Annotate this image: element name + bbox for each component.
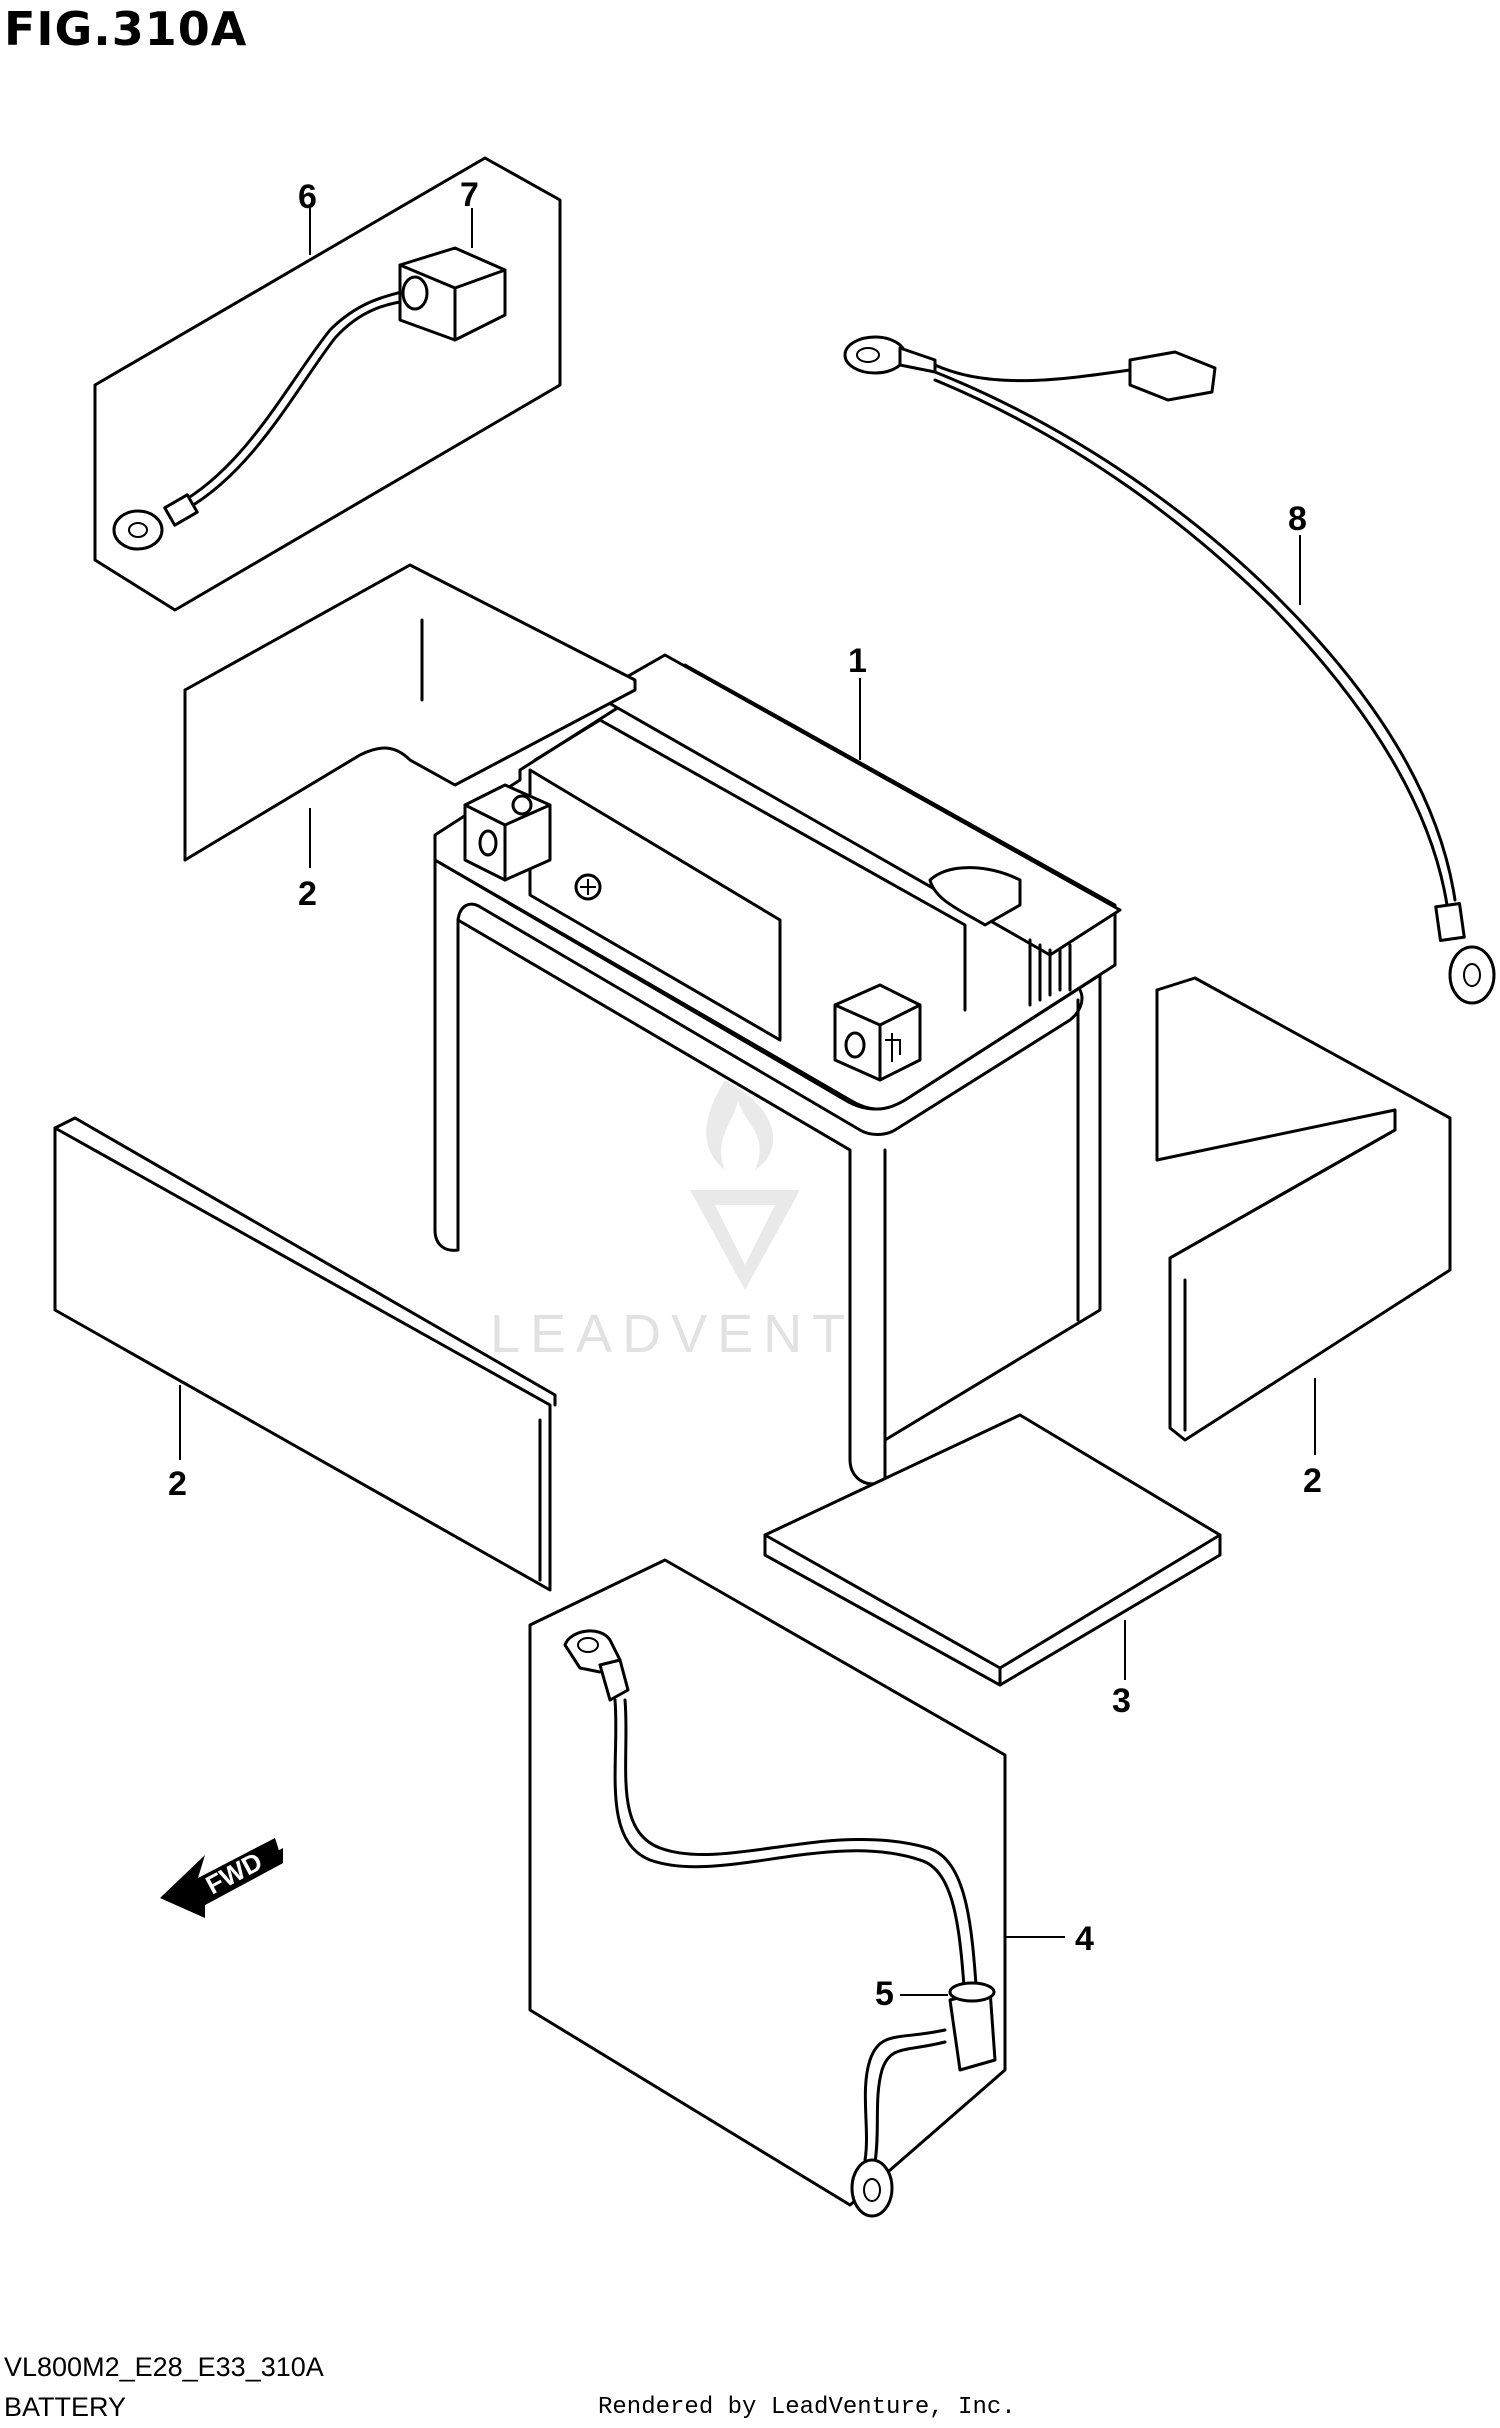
terminal-positive [463, 783, 552, 882]
callout-2-lower-left: 2 [168, 1465, 187, 1503]
callout-4: 4 [1075, 1920, 1094, 1958]
callout-7: 7 [460, 176, 479, 214]
leader-lines [179, 208, 1316, 1996]
part-6-panel [93, 156, 562, 612]
callout-2-right: 2 [1303, 1462, 1322, 1500]
section-name: BATTERY [4, 2392, 127, 2422]
part-8-cable [843, 335, 1496, 1005]
terminal-cap [398, 246, 507, 342]
part-2-lower-left [53, 1116, 557, 1592]
callout-5: 5 [875, 1975, 894, 2013]
part-4-panel [528, 1558, 1007, 2218]
fwd-label: FWD [201, 1846, 267, 1900]
callout-8: 8 [1288, 500, 1307, 538]
part-3-bottom-pad [763, 1413, 1222, 1687]
callout-1: 1 [848, 642, 867, 680]
fwd-arrow-icon: FWD [160, 1838, 283, 1918]
leadventure-logo-icon [690, 1080, 800, 1290]
part-2-upper-left [183, 563, 637, 862]
terminal-negative [833, 983, 922, 1082]
part-2-right [1155, 976, 1452, 1442]
callout-2-upper-left: 2 [298, 875, 317, 913]
figure-title: FIG.310A [4, 2, 248, 56]
battery [433, 653, 1122, 1486]
render-credit: Rendered by LeadVenture, Inc. [598, 2394, 1016, 2421]
callout-6: 6 [298, 178, 317, 216]
model-code: VL800M2_E28_E33_310A [4, 2352, 324, 2382]
callout-3: 3 [1112, 1682, 1131, 1720]
